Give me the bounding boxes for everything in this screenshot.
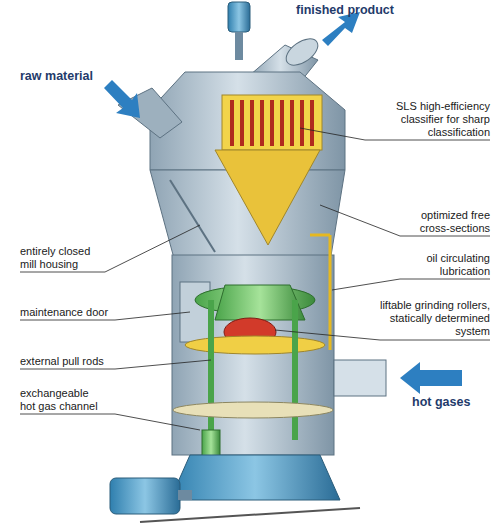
oil-line <box>310 234 330 237</box>
part-label: entirely closed mill housing <box>20 245 106 271</box>
hot-gas-channel <box>334 360 386 396</box>
housing-edge <box>170 180 215 252</box>
maintenance-door <box>180 282 210 342</box>
oil-line <box>329 235 332 350</box>
part-label: hot gases <box>412 396 470 409</box>
base-rail <box>140 508 360 522</box>
classifier-frame <box>222 95 322 150</box>
leader-lines <box>20 128 490 430</box>
classifier-blades <box>232 100 312 146</box>
flow-arrow <box>400 362 462 394</box>
pull-rod <box>208 300 214 450</box>
part-label: finished product <box>296 4 394 17</box>
mill-housing <box>172 255 334 455</box>
part-label: exchangeable hot gas channel <box>20 387 106 413</box>
grit-cone <box>215 150 320 245</box>
pull-rod <box>292 300 298 440</box>
classifier-motor <box>228 2 250 32</box>
gas-ring <box>173 402 333 418</box>
part-label: raw material <box>20 70 93 83</box>
flow-arrow <box>104 80 140 118</box>
gearbox <box>170 455 340 500</box>
part-label: maintenance door <box>20 306 140 319</box>
flow-arrow <box>322 12 360 46</box>
part-label: liftable grinding rollers, statically de… <box>365 299 490 338</box>
part-label: SLS high-efficiency classifier for sharp… <box>365 100 490 139</box>
outlet-flange <box>282 33 323 70</box>
part-label: external pull rods <box>20 355 140 368</box>
main-motor <box>110 478 180 514</box>
part-label: optimized free cross-sections <box>390 209 490 235</box>
roller-rocker <box>215 285 305 320</box>
grinding-table <box>185 336 325 354</box>
motor-shaft <box>235 32 243 60</box>
part-label: oil circulating lubrication <box>390 252 490 278</box>
coupling <box>178 490 192 500</box>
